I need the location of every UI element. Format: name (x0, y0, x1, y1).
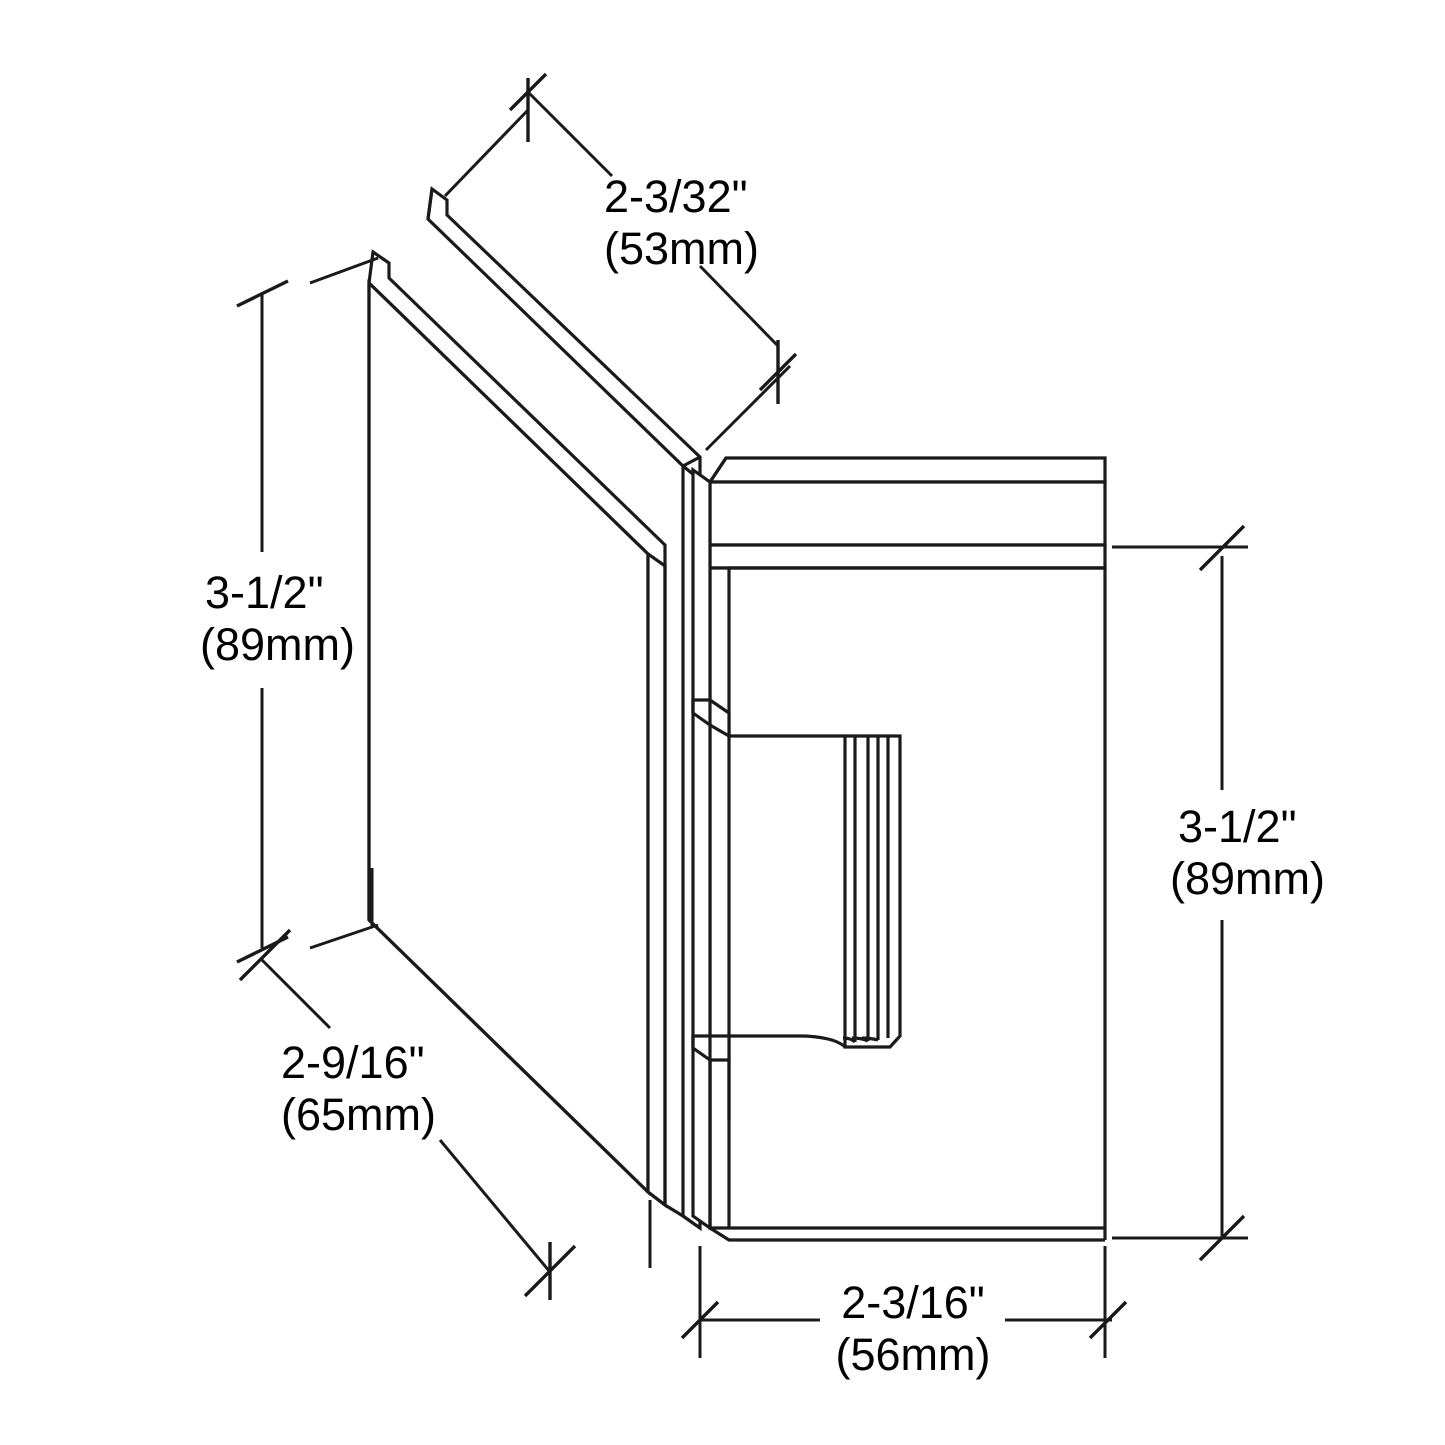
glass-panel-far-top-left-edge (426, 188, 434, 220)
dimension-lower-left: 2-9/16" (65mm) (238, 868, 652, 1300)
dimension-bottom: 2-3/16" (56mm) (680, 1246, 1128, 1380)
dim-bottom-tick-right (1088, 1300, 1128, 1340)
hinge-top-bevel-strip (707, 456, 1107, 484)
dim-top-line-b (698, 264, 780, 348)
dim-left-ext-bottom (309, 923, 379, 950)
glass-panel-chamfer-top (682, 455, 701, 468)
dim-right-imperial-label: 3-1/2" (1178, 801, 1297, 852)
dim-ll-tick-top (238, 928, 292, 982)
hinge-knuckle-rib-3-foot (861, 1036, 879, 1042)
hinge-main-body-face (708, 566, 1107, 1230)
glass-panel-edge-thickness-near (646, 550, 667, 1209)
dim-left-ext-top (309, 256, 379, 285)
hinge-knuckle-barrel (843, 734, 902, 1049)
dim-top-ext-left (443, 108, 530, 198)
dim-right-metric-label: (89mm) (1170, 853, 1325, 904)
dim-top-line-a (526, 90, 614, 178)
hinge-knuckle-bottom-sweep (729, 1034, 847, 1049)
hinge-top-bevel-left-chamfer (708, 457, 728, 483)
dim-bottom-imperial-label: 2-3/16" (841, 1277, 985, 1328)
dim-left-imperial-label: 3-1/2" (205, 567, 324, 618)
hinge-knuckle-rib-2-foot (851, 1036, 869, 1043)
dim-top-imperial-label: 2-3/32" (604, 171, 748, 222)
hinge-body-assembly (691, 456, 1107, 1242)
dim-ll-line-a (260, 958, 332, 1030)
dim-left-metric-label: (89mm) (200, 619, 355, 670)
dim-lower-left-imperial-label: 2-9/16" (281, 1037, 425, 1088)
hinge-bottom-chamfer (709, 1226, 1105, 1242)
dimension-top: 2-3/32" (53mm) (443, 72, 798, 452)
dim-bottom-tick-left (680, 1300, 720, 1340)
dim-ll-line-b (438, 1139, 552, 1273)
hinge-band-separator (708, 543, 1107, 570)
glass-panel-bottom-thickness-join (647, 1190, 701, 1230)
dim-top-ext-right (704, 364, 792, 452)
dim-lower-left-metric-label: (65mm) (281, 1089, 436, 1140)
dim-left-tick-top (236, 279, 289, 308)
dimension-left: 3-1/2" (89mm) (200, 256, 379, 964)
dimension-right: 3-1/2" (89mm) (1112, 524, 1325, 1262)
dim-top-metric-label: (53mm) (604, 223, 759, 274)
dim-bottom-metric-label: (56mm) (836, 1329, 991, 1380)
dim-right-tick-top (1198, 524, 1246, 572)
glass-panel-bottom-diagonal-edge (367, 918, 650, 1194)
dim-right-tick-bottom (1198, 1214, 1246, 1262)
glass-panel-far-top-bevel (426, 186, 702, 484)
hinge-upper-band (708, 480, 1107, 547)
hinge-left-post-side (691, 466, 712, 1232)
hinge-knuckle-rib-1-foot (842, 1036, 857, 1044)
